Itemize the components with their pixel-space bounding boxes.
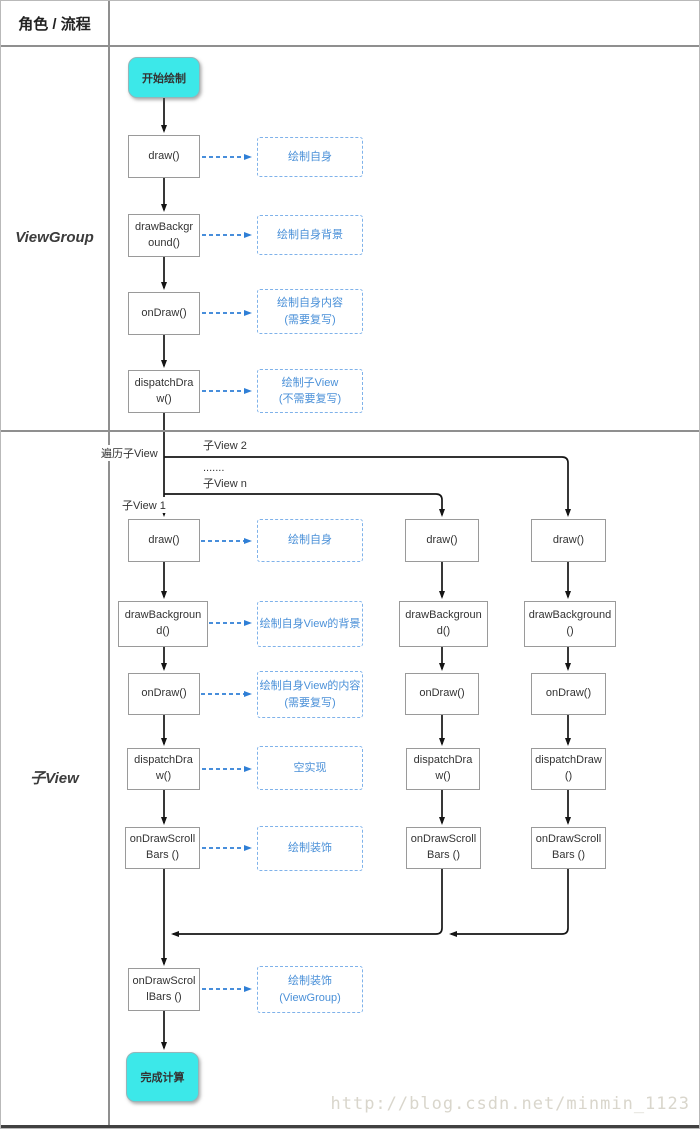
node-sv1-ondrawscrollbars: onDrawScrollBars ()	[125, 827, 200, 869]
lane-viewgroup-cell: ViewGroup	[1, 45, 108, 430]
node-vg-drawbackground: drawBackground()	[128, 214, 200, 257]
node-label: draw()	[148, 149, 180, 162]
node-end-label: 完成计算	[140, 1072, 185, 1084]
node-vg-ondraw: onDraw()	[128, 292, 200, 335]
lane-label-subview: 子View	[30, 770, 79, 787]
annotation-vg-drawbackground: 绘制自身背景	[257, 215, 363, 255]
annotation-sv-ondrawscrollbars: 绘制装饰	[257, 826, 363, 871]
node-sv1-dispatchdraw: dispatchDraw()	[127, 748, 200, 790]
node-start-label: 开始绘制	[142, 72, 186, 85]
annotation-sv-dispatchdraw: 空实现	[257, 746, 363, 790]
node-end: 完成计算	[126, 1052, 199, 1102]
header-title: 角色 / 流程	[18, 15, 91, 33]
node-sv2-draw: draw()	[405, 519, 479, 562]
label-child-view-n: 子View n	[201, 475, 249, 491]
node-label: drawBackground()	[124, 609, 202, 637]
node-label: draw()	[552, 533, 585, 546]
label-iterate-children: 遍历子View	[99, 445, 160, 461]
node-sv2-ondraw: onDraw()	[405, 673, 479, 715]
node-sv3-draw: draw()	[531, 519, 606, 562]
node-sv3-dispatchdraw: dispatchDraw()	[531, 748, 606, 790]
node-label: drawBackground()	[405, 609, 482, 637]
lane-divider	[1, 430, 699, 432]
label-child-view-2: 子View 2	[201, 437, 249, 453]
header-cell: 角色 / 流程	[1, 1, 108, 45]
node-sv3-ondraw: onDraw()	[531, 673, 606, 715]
node-label: onDrawScrollBars ()	[410, 833, 477, 861]
node-vg-dispatchdraw: dispatchDraw()	[128, 370, 200, 413]
node-start: 开始绘制	[128, 57, 200, 98]
annotation-sv-draw: 绘制自身	[257, 519, 363, 562]
annotation-vg-draw: 绘制自身	[257, 137, 363, 177]
annotation-text: 绘制自身背景	[277, 228, 343, 241]
annotation-text: 绘制自身内容	[277, 297, 343, 309]
annotation-final-decoration: 绘制装饰 (ViewGroup)	[257, 966, 363, 1013]
annotation-text: 绘制自身View的内容	[259, 680, 361, 692]
annotation-text: 绘制自身View的背景	[259, 617, 361, 630]
annotation-text: (不需要复写)	[278, 393, 342, 405]
node-label: draw()	[426, 533, 458, 546]
annotation-vg-dispatchdraw: 绘制子View (不需要复写)	[257, 369, 363, 413]
annotation-text: 绘制自身	[288, 150, 332, 163]
label-child-view-1: 子View 1	[120, 497, 168, 513]
node-label: onDraw()	[545, 687, 592, 700]
node-sv1-drawbackground: drawBackground()	[118, 601, 208, 647]
node-final-ondrawscrollbars: onDrawScrollBars ()	[128, 968, 200, 1011]
node-label: onDraw()	[141, 306, 187, 319]
annotation-text: 空实现	[293, 761, 327, 774]
lane-subview-cell: 子View	[1, 430, 108, 1125]
label-dots: .......	[201, 462, 227, 474]
node-sv1-ondraw: onDraw()	[128, 673, 200, 715]
node-label: onDraw()	[419, 687, 465, 700]
node-label: draw()	[148, 533, 180, 546]
node-label: dispatchDraw()	[413, 754, 473, 782]
node-sv2-drawbackground: drawBackground()	[399, 601, 488, 647]
annotation-text: 绘制子View	[281, 376, 339, 389]
node-label: drawBackground()	[134, 220, 194, 249]
annotation-text: (ViewGroup)	[279, 991, 341, 1004]
node-label: onDrawScrollBars ()	[535, 833, 602, 861]
node-label: onDraw()	[141, 687, 187, 700]
node-label: dispatchDraw()	[134, 376, 194, 405]
node-label: onDrawScrollBars ()	[129, 833, 196, 861]
node-label: dispatchDraw()	[134, 754, 193, 782]
node-label: dispatchDraw()	[535, 754, 602, 782]
header-divider	[1, 45, 699, 47]
annotation-text: 绘制装饰	[288, 975, 332, 987]
node-label: onDrawScrollBars ()	[132, 974, 196, 1003]
annotation-sv-ondraw: 绘制自身View的内容 (需要复写)	[257, 671, 363, 718]
node-sv2-dispatchdraw: dispatchDraw()	[406, 748, 480, 790]
column-divider	[108, 1, 110, 1125]
annotation-sv-drawbackground: 绘制自身View的背景	[257, 601, 363, 647]
watermark-text: http://blog.csdn.net/minmin_1123	[330, 1094, 690, 1114]
annotation-text: 绘制装饰	[288, 842, 332, 855]
node-sv3-drawbackground: drawBackground()	[524, 601, 616, 647]
annotation-text: (需要复写)	[284, 313, 336, 326]
node-sv1-draw: draw()	[128, 519, 200, 562]
annotation-vg-ondraw: 绘制自身内容 (需要复写)	[257, 289, 363, 334]
annotation-text: (需要复写)	[284, 696, 336, 709]
bottom-border	[1, 1125, 699, 1128]
lane-label-viewgroup: ViewGroup	[15, 229, 94, 246]
node-label: drawBackground()	[528, 609, 612, 637]
annotation-text: 绘制自身	[288, 534, 332, 547]
node-sv3-ondrawscrollbars: onDrawScrollBars ()	[531, 827, 606, 869]
node-vg-draw: draw()	[128, 135, 200, 178]
node-sv2-ondrawscrollbars: onDrawScrollBars ()	[406, 827, 481, 869]
